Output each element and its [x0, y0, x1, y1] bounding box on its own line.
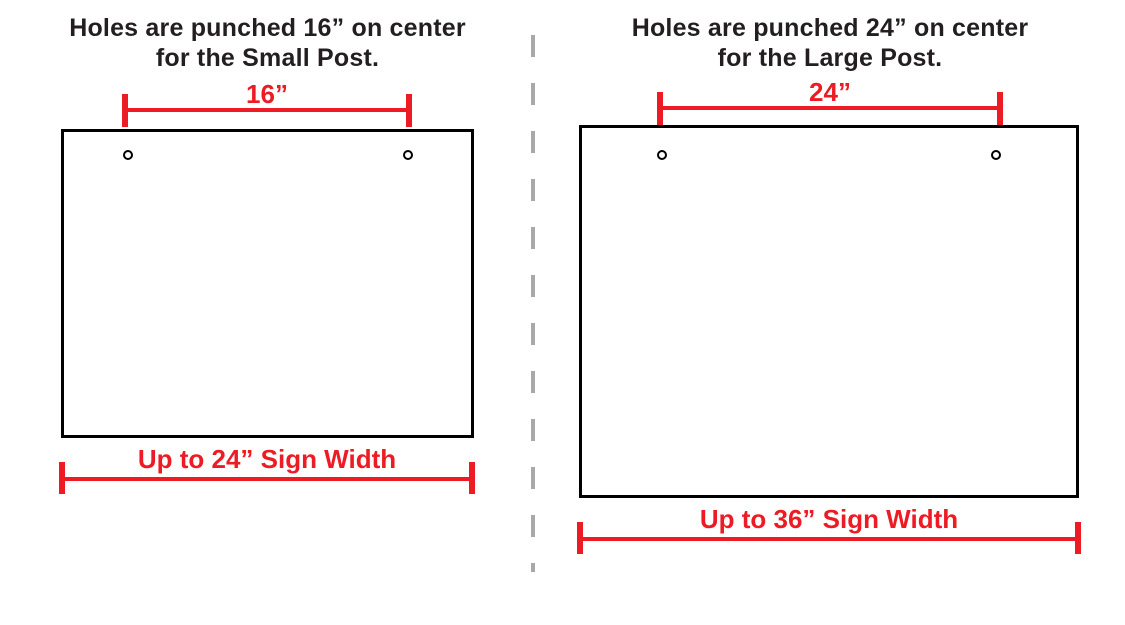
dimension-tick-right [469, 462, 475, 494]
small-post-sign-rectangle [61, 129, 474, 438]
dimension-tick-right [997, 92, 1003, 125]
dimension-line [580, 537, 1078, 541]
large-post-sign-rectangle [579, 125, 1079, 498]
dimension-line [125, 108, 409, 112]
right-hole-spacing-dimension: 24” [657, 79, 1003, 127]
panel-divider-dashed-line [531, 35, 535, 572]
dimension-tick-right [406, 94, 412, 127]
dimension-line [660, 106, 1000, 110]
punch-hole-left [122, 149, 133, 160]
left-panel-title-line2: for the Small Post. [155, 44, 380, 72]
dimension-tick-left [122, 94, 128, 127]
punch-hole-right [402, 149, 413, 160]
punch-hole-right [991, 150, 1001, 160]
left-hole-spacing-label: 16” [246, 79, 288, 109]
dimension-tick-right [1075, 522, 1081, 554]
left-sign-width-dimension: Up to 24” Sign Width [59, 446, 475, 494]
left-panel-title: Holes are punched 16” on center for the … [40, 13, 495, 73]
dimension-line [62, 477, 472, 481]
dimension-tick-left [59, 462, 65, 494]
right-panel-title: Holes are punched 24” on center for the … [595, 13, 1065, 73]
left-hole-spacing-dimension: 16” [122, 81, 412, 129]
left-panel-title-line1: Holes are punched 16” on center [69, 14, 466, 42]
right-panel-title-line1: Holes are punched 24” on center [631, 14, 1029, 42]
right-sign-width-dimension: Up to 36” Sign Width [577, 506, 1081, 554]
punch-hole-left [657, 150, 667, 160]
dimension-tick-left [657, 92, 663, 125]
right-panel-title-line2: for the Large Post. [717, 44, 943, 72]
left-sign-width-label: Up to 24” Sign Width [137, 444, 397, 474]
right-sign-width-label: Up to 36” Sign Width [699, 504, 959, 534]
right-hole-spacing-label: 24” [809, 77, 851, 107]
dimension-tick-left [577, 522, 583, 554]
